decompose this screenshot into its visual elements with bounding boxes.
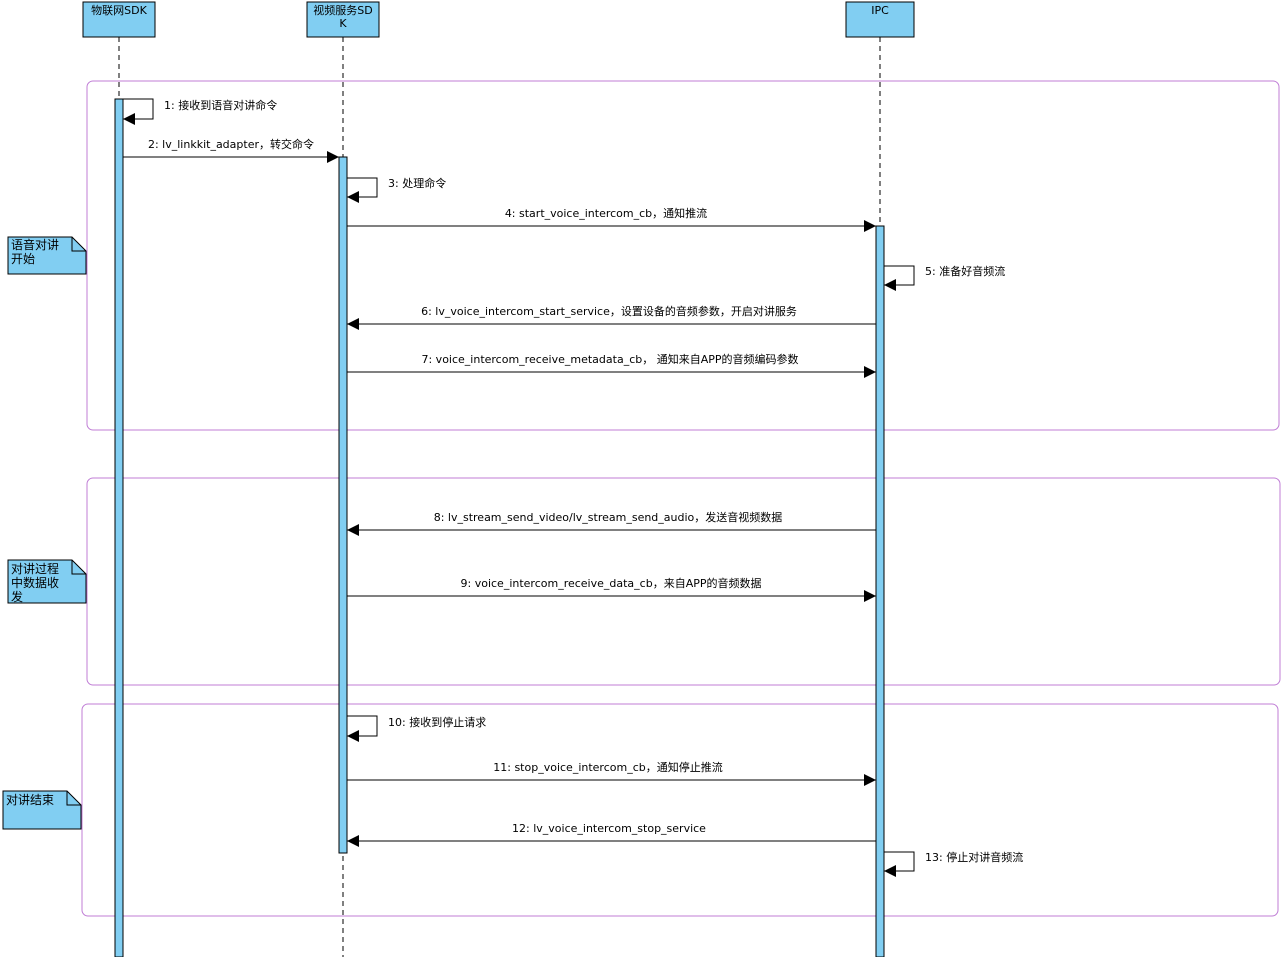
message-12: 12: lv_voice_intercom_stop_service (347, 822, 876, 847)
message-8: 8: lv_stream_send_video/lv_stream_send_a… (347, 510, 876, 536)
note-line: 对讲过程 (11, 561, 59, 576)
message-9: 9: voice_intercom_receive_data_cb，来自APP的… (347, 576, 876, 602)
activation-bar-video-sdk (338, 156, 348, 854)
note-intercom-start: 语音对讲 开始 (7, 236, 87, 275)
group-frame-data (86, 477, 1281, 686)
message-label: 9: voice_intercom_receive_data_cb，来自APP的… (461, 576, 762, 590)
note-line: 发 (11, 589, 23, 604)
note-line: 中数据收 (11, 575, 59, 590)
message-label: 6: lv_voice_intercom_start_service，设置设备的… (421, 304, 797, 318)
message-10: 10: 接收到停止请求 (347, 715, 486, 742)
participant-label: IPC (871, 4, 889, 17)
message-label: 4: start_voice_intercom_cb，通知推流 (505, 206, 707, 220)
activation-bar-iot-sdk (114, 98, 124, 957)
message-11: 11: stop_voice_intercom_cb，通知停止推流 (347, 760, 876, 786)
group-frame-start (86, 80, 1280, 431)
message-label: 7: voice_intercom_receive_metadata_cb， 通… (421, 352, 798, 366)
participant-label-line2: K (339, 17, 347, 30)
message-2: 2: lv_linkkit_adapter，转交命令 (123, 137, 339, 163)
group-frame-end (81, 703, 1279, 917)
message-label: 11: stop_voice_intercom_cb，通知停止推流 (493, 760, 722, 774)
message-label: 10: 接收到停止请求 (388, 715, 486, 729)
message-label: 1: 接收到语音对讲命令 (164, 98, 277, 112)
message-label: 5: 准备好音频流 (925, 264, 1005, 278)
participant-label: 视频服务SD (313, 3, 372, 17)
message-label: 12: lv_voice_intercom_stop_service (512, 822, 706, 835)
activation-bar-ipc (875, 225, 885, 957)
participant-ipc: IPC (845, 1, 915, 38)
note-line: 语音对讲 (11, 237, 59, 252)
message-4: 4: start_voice_intercom_cb，通知推流 (347, 206, 876, 232)
note-line: 开始 (11, 252, 35, 266)
message-label: 13: 停止对讲音频流 (925, 850, 1023, 864)
participant-iot-sdk: 物联网SDK (82, 1, 156, 38)
message-6: 6: lv_voice_intercom_start_service，设置设备的… (347, 304, 876, 330)
message-13: 13: 停止对讲音频流 (884, 850, 1023, 877)
participant-video-sdk: 视频服务SD K (306, 1, 380, 38)
message-label: 2: lv_linkkit_adapter，转交命令 (148, 137, 314, 151)
note-line: 对讲结束 (6, 792, 54, 807)
note-data-exchange: 对讲过程 中数据收 发 (7, 559, 87, 604)
message-5: 5: 准备好音频流 (884, 264, 1005, 291)
message-label: 8: lv_stream_send_video/lv_stream_send_a… (434, 510, 783, 524)
message-label: 3: 处理命令 (388, 176, 446, 190)
participant-label: 物联网SDK (91, 3, 147, 17)
note-intercom-end: 对讲结束 (2, 790, 82, 830)
message-1: 1: 接收到语音对讲命令 (123, 98, 277, 125)
message-3: 3: 处理命令 (347, 176, 446, 203)
message-7: 7: voice_intercom_receive_metadata_cb， 通… (347, 352, 876, 378)
